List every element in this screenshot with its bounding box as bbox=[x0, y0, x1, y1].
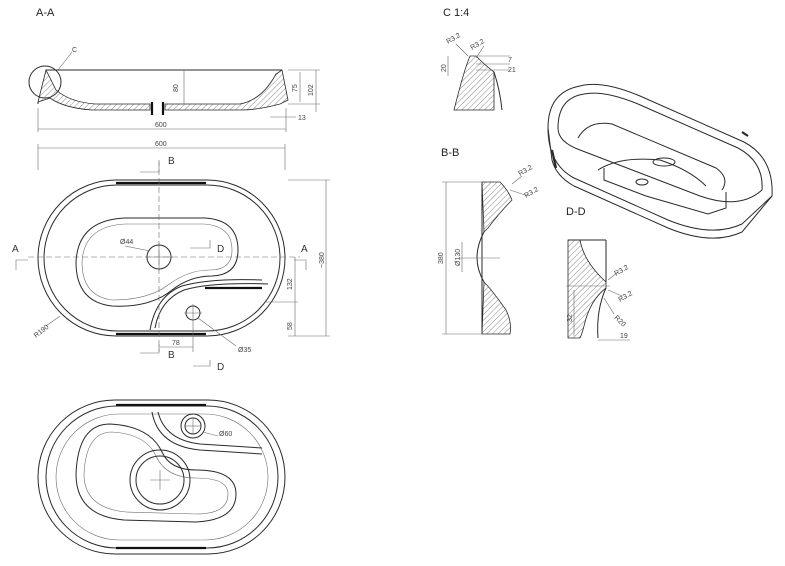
iso-inner-rim bbox=[557, 92, 763, 203]
isometric-view bbox=[547, 83, 773, 239]
dim-top-58: 58 bbox=[287, 322, 294, 330]
dim-top-78: 78 bbox=[172, 340, 180, 347]
dim-bb-380: 380 bbox=[438, 252, 445, 264]
dim-aa-13: 13 bbox=[298, 115, 306, 122]
top-overflow-dia: Ø35 bbox=[238, 347, 251, 354]
top-drain-dia: Ø44 bbox=[120, 239, 133, 246]
cut-b-top: B bbox=[168, 156, 175, 167]
top-outer-outline bbox=[37, 179, 286, 337]
detail-c-dim-21: 21 bbox=[508, 67, 516, 74]
cut-a-left: A bbox=[12, 244, 19, 255]
bottom-overflow bbox=[180, 413, 206, 439]
dim-top-132: 132 bbox=[287, 278, 294, 290]
bottom-bowl-outline bbox=[75, 423, 237, 523]
bottom-outer-outline bbox=[37, 399, 286, 555]
detail-c: C 1:4 7 21 20 R3.2 R3.2 bbox=[441, 7, 516, 111]
dim-aa-80: 80 bbox=[173, 84, 180, 92]
dim-aa-75: 75 bbox=[292, 84, 299, 92]
dim-top-380: ~380 bbox=[319, 252, 326, 268]
detail-c-label: C bbox=[72, 47, 77, 54]
dim-aa-102: 102 bbox=[308, 84, 315, 96]
detail-c-title: C 1:4 bbox=[443, 7, 469, 19]
bottom-drain-housing bbox=[129, 449, 191, 511]
detail-c-dim-20: 20 bbox=[441, 64, 448, 72]
cut-d-bottom: D bbox=[217, 362, 224, 373]
section-bb-r1: R3.2 bbox=[518, 164, 534, 178]
top-view: 600 Ø44 Ø35 B B D bbox=[12, 141, 330, 373]
section-bb-r2: R3.2 bbox=[524, 186, 540, 200]
iso-overflow bbox=[635, 178, 649, 186]
section-dd-title: D-D bbox=[566, 206, 586, 218]
bottom-view: Ø60 bbox=[37, 399, 286, 555]
top-inner-rim bbox=[43, 184, 281, 332]
section-bb-bottom-wall bbox=[481, 281, 511, 335]
dim-bb-130: Ø130 bbox=[455, 249, 462, 266]
bottom-inner-rim bbox=[45, 405, 279, 549]
section-dd-r2: R3.2 bbox=[618, 290, 634, 304]
section-dd-r1: R3.2 bbox=[614, 264, 630, 278]
section-aa: A-A C 80 75 102 13 600 bbox=[28, 7, 320, 132]
section-bb-top-wall bbox=[481, 181, 513, 233]
section-bb-title: B-B bbox=[441, 147, 459, 159]
dim-top-600: 600 bbox=[155, 141, 167, 148]
bottom-overflow-dia: Ø60 bbox=[219, 431, 232, 438]
cut-a-right: A bbox=[301, 244, 308, 255]
top-bowl-outline bbox=[75, 217, 239, 307]
section-aa-right-wall bbox=[164, 69, 289, 111]
section-dd: D-D 32 19 R3.2 R3.2 R20 bbox=[566, 206, 634, 341]
dim-dd-32: 32 bbox=[567, 314, 574, 322]
section-dd-profile bbox=[567, 239, 607, 339]
section-bb: B-B 380 Ø130 R3.2 R3.2 bbox=[438, 147, 540, 335]
cut-d-top: D bbox=[217, 244, 224, 255]
dim-aa-600: 600 bbox=[155, 122, 167, 129]
detail-c-dim-7: 7 bbox=[508, 57, 512, 64]
section-aa-title: A-A bbox=[36, 7, 55, 19]
section-dd-r3: R20 bbox=[613, 314, 627, 328]
section-aa-left-wall bbox=[37, 68, 151, 111]
detail-c-r1: R3.2 bbox=[446, 32, 462, 46]
iso-outer-rim bbox=[547, 83, 773, 231]
detail-c-r2: R3.2 bbox=[470, 38, 486, 52]
cut-b-bottom: B bbox=[168, 350, 175, 361]
iso-drain bbox=[652, 157, 676, 167]
top-radius: R190 bbox=[33, 324, 51, 340]
dim-dd-19: 19 bbox=[620, 333, 628, 340]
